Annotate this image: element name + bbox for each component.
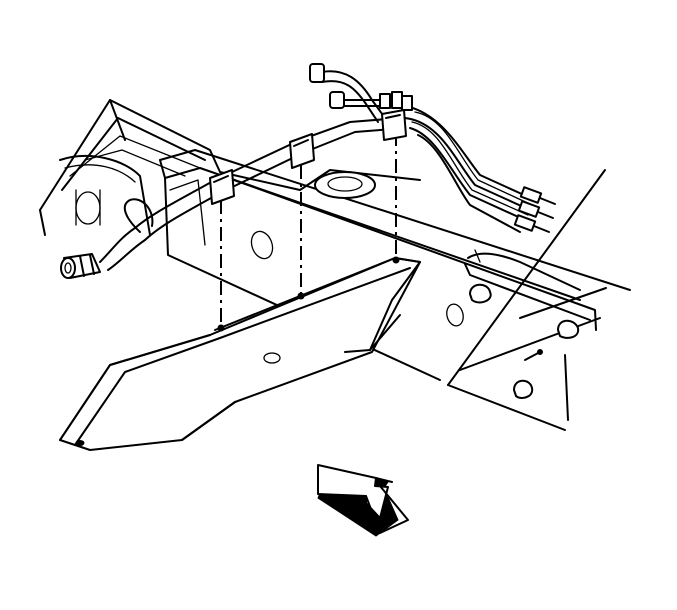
frame-rail xyxy=(159,149,631,381)
fuel-filter xyxy=(60,253,101,279)
direction-arrow-icon xyxy=(317,464,409,537)
line-end-caps xyxy=(513,186,556,233)
crossmember-bracket xyxy=(59,256,421,451)
floor-panel xyxy=(39,99,421,236)
line-fittings xyxy=(309,63,413,111)
line-retainer-clips xyxy=(209,109,407,205)
fuel-brake-lines xyxy=(99,70,536,271)
view-detail-inset xyxy=(446,169,607,431)
alignment-lines xyxy=(220,132,397,328)
